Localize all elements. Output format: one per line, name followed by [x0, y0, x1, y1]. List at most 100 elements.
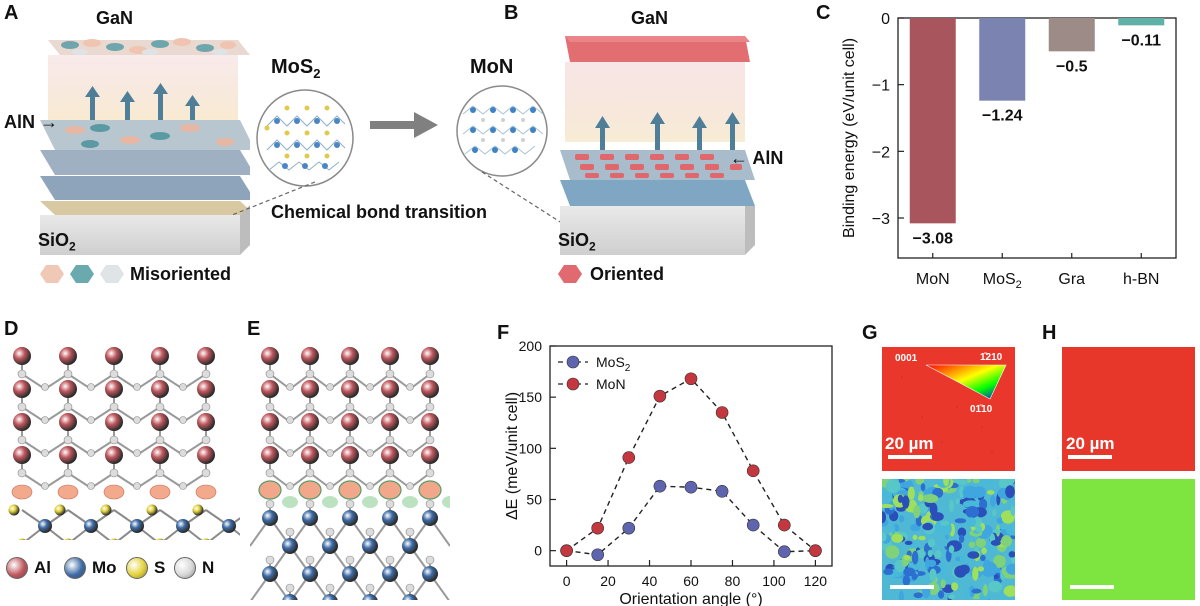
n-atom	[155, 402, 165, 412]
panel-label-h: H	[1042, 322, 1057, 344]
mo-atom	[222, 519, 236, 533]
charge-density-lobe	[338, 480, 362, 500]
n-atom	[41, 449, 49, 457]
n-atom	[405, 527, 415, 537]
bar-h-bn	[1118, 18, 1165, 26]
n-atom	[326, 383, 334, 391]
n-atom	[63, 369, 73, 379]
mo-atom	[84, 519, 98, 533]
misoriented-text: Misoriented	[130, 264, 232, 284]
x-tick-label-f: 80	[725, 573, 741, 589]
x-tick-label-f: 40	[642, 573, 658, 589]
mo-atom	[262, 510, 278, 526]
point-mos2	[684, 480, 698, 494]
s-atom	[18, 538, 26, 540]
n-atom	[179, 383, 187, 391]
x-tick-label-f: 100	[762, 573, 786, 589]
n-atom	[87, 416, 95, 424]
al-atom	[151, 446, 169, 464]
growth-arrows	[85, 83, 200, 125]
panel-label-e: E	[247, 318, 261, 340]
atom-legend-label: Mo	[92, 558, 117, 577]
n-atom	[366, 416, 374, 424]
al-atom	[59, 446, 77, 464]
y-tick-label-c: −2	[872, 144, 890, 161]
n-atom	[155, 369, 165, 379]
al-atom	[59, 413, 77, 431]
y-tick-label-f: 150	[519, 389, 543, 405]
al-atom	[13, 413, 31, 431]
n-atom	[406, 416, 414, 424]
atom-legend-label: Al	[34, 558, 51, 577]
panel-label-f: F	[497, 322, 510, 344]
n-atom	[201, 435, 211, 445]
charge-density-lobe	[103, 484, 125, 500]
n-atom	[425, 555, 435, 565]
n-atom	[286, 482, 294, 490]
n-atom	[109, 369, 119, 379]
n-atom	[345, 555, 355, 565]
binding-energy-chart: 0−1−2−3−3.08MoN−1.24MoS2−0.5Gra−0.11h-BN…	[841, 11, 1177, 291]
al-atom	[59, 347, 77, 365]
x-tick-label-f: 60	[683, 573, 699, 589]
atom-legend-item: S	[126, 556, 165, 580]
point-mos2	[622, 521, 636, 535]
mon-zoom-line	[481, 171, 566, 226]
n-atom	[109, 435, 119, 445]
n-atom	[305, 369, 315, 379]
panel-label-b: B	[504, 2, 519, 24]
al-atom	[341, 446, 359, 464]
bar-value-label: −0.5	[1056, 58, 1088, 75]
aln-arrow-a: →	[35, 112, 59, 132]
mos2-inset-text: MoS	[271, 56, 314, 78]
n-atom	[109, 402, 119, 412]
mo-atom	[262, 566, 278, 582]
y-tick-label-c: −1	[872, 78, 890, 95]
x-tick-label-c: MoN	[916, 271, 950, 288]
mon-layer	[560, 180, 755, 206]
ipf-triangle	[925, 364, 1007, 400]
n-atom	[325, 583, 335, 593]
al-atom	[151, 347, 169, 365]
sio2-label-a: SiO2	[38, 230, 76, 254]
transition-label: Chemical bond transition	[271, 202, 488, 222]
al-atom	[421, 446, 439, 464]
al-atom	[301, 347, 319, 365]
point-mon	[622, 451, 636, 464]
al-atom	[197, 446, 215, 464]
mon-inset-circle	[455, 84, 550, 179]
charge-density-lobe	[149, 484, 171, 500]
n-atom	[286, 449, 294, 457]
atom-legend-item: Al	[6, 556, 51, 580]
n-atom	[41, 416, 49, 424]
bar-value-label: −0.11	[1121, 32, 1161, 49]
panel-label-a: A	[4, 2, 19, 24]
mo-atom	[382, 566, 398, 582]
n-atom	[326, 482, 334, 490]
y-tick-label-f: 50	[526, 491, 542, 507]
n-atom	[17, 468, 27, 478]
n-atom	[133, 416, 141, 424]
y-tick-label-c: 0	[881, 11, 890, 28]
point-mon	[653, 389, 667, 403]
n-atom	[63, 402, 73, 412]
atom-legend-label: N	[202, 558, 215, 577]
mo-atom	[282, 538, 298, 554]
atom-swatch	[126, 557, 148, 579]
bar-value-label: −3.08	[913, 230, 954, 247]
x-tick-label-f: 20	[600, 573, 616, 589]
n-atom	[405, 583, 415, 593]
point-mos2	[778, 545, 791, 558]
n-atom	[265, 435, 275, 445]
n-atom	[265, 555, 275, 565]
y-tick-label-f: 200	[519, 338, 543, 354]
n-atom	[365, 527, 375, 537]
al-atom	[421, 347, 439, 365]
ebsd-map-mos2-bottom	[882, 479, 1015, 600]
n-atom	[385, 435, 395, 445]
mo-atom	[130, 519, 144, 533]
atom-legend-label: S	[154, 558, 166, 577]
al-atom	[261, 446, 279, 464]
al-atom	[261, 413, 279, 431]
n-atom	[425, 468, 435, 478]
